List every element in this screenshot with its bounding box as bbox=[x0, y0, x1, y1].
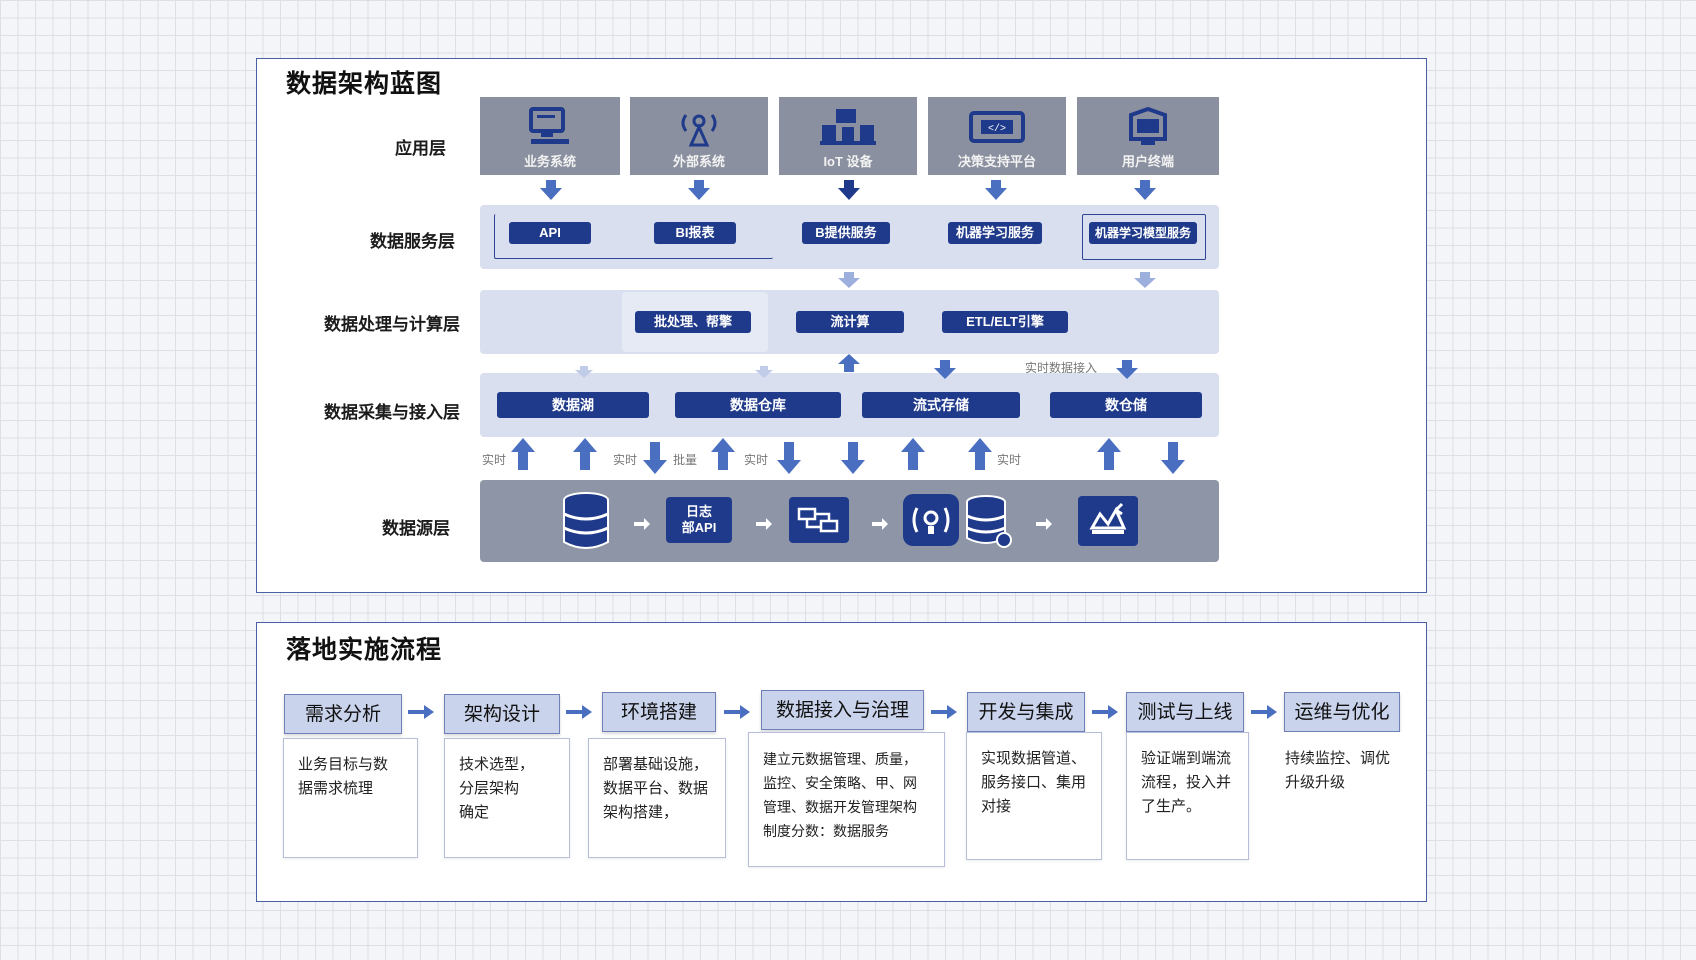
app-item-external-system: 外部系统 bbox=[630, 97, 768, 175]
layer-label-ingestion: 数据采集与接入层 bbox=[324, 403, 460, 422]
app-item-label: 业务系统 bbox=[523, 154, 576, 169]
app-item-label: 外部系统 bbox=[672, 154, 725, 169]
step-description: 建立元数据管理、质量， 监控、安全策略、甲、网 管理、数据开发管理架构 制度分数… bbox=[748, 732, 945, 867]
app-item-business-system: 业务系统 bbox=[480, 97, 620, 175]
app-item-user-terminal: 用户终端 bbox=[1077, 97, 1219, 175]
step-description: 验证端到端流 流程，投入并 了生产。 bbox=[1126, 732, 1249, 860]
service-item-ml-service: 机器学习服务 bbox=[948, 222, 1042, 244]
exchange-glyph-icon bbox=[1089, 502, 1127, 534]
arrow-label: 实时 bbox=[482, 453, 507, 467]
step-description: 实现数据管道、 服务接口、集用 对接 bbox=[966, 732, 1102, 860]
flow-title: 落地实施流程 bbox=[286, 636, 443, 664]
service-frame-left bbox=[494, 214, 773, 259]
monitor-icon bbox=[529, 107, 569, 144]
arrow-label: 批量 bbox=[673, 453, 698, 467]
app-item-label: 用户终端 bbox=[1121, 154, 1174, 169]
step-description: 部署基础设施， 数据平台、数据 架构搭建， bbox=[588, 738, 726, 858]
ingestion-item-data-warehouse: 数据仓库 bbox=[675, 392, 841, 418]
service-item-bi-report: BI报表 bbox=[654, 222, 736, 244]
service-frame-right bbox=[1082, 214, 1206, 260]
svg-text:</>: </> bbox=[988, 123, 1006, 135]
terminal-device-icon bbox=[1129, 107, 1167, 145]
layer-label-service: 数据服务层 bbox=[370, 232, 455, 251]
processing-item-batch: 批处理、帮擎 bbox=[635, 311, 751, 333]
cloud-exchange-icon bbox=[1078, 496, 1138, 546]
app-item-label: IoT 设备 bbox=[823, 154, 873, 169]
service-item-ml-model-service: 机器学习模型服务 bbox=[1089, 222, 1197, 244]
code-window-icon: </> bbox=[969, 111, 1025, 143]
app-item-label: 决策支持平台 bbox=[957, 154, 1036, 169]
service-item-api: API bbox=[509, 222, 591, 244]
step-requirements-analysis: 需求分析 bbox=[284, 694, 402, 734]
processing-note: 实时数据接入 bbox=[1025, 361, 1098, 375]
iot-network-icon bbox=[820, 109, 876, 145]
step-development-integration: 开发与集成 bbox=[967, 692, 1085, 732]
signal-icon bbox=[912, 507, 950, 534]
sensor-source-icon bbox=[903, 494, 959, 546]
step-testing-launch: 测试与上线 bbox=[1126, 692, 1244, 732]
arrow-label: 实时 bbox=[744, 453, 769, 467]
arrow-label: 实时 bbox=[613, 453, 638, 467]
transform-glyph-icon bbox=[797, 507, 839, 533]
log-api-source-box bbox=[666, 497, 732, 543]
data-transform-icon bbox=[789, 497, 849, 543]
step-architecture-design: 架构设计 bbox=[444, 694, 560, 734]
step-data-ingestion-governance: 数据接入与治理 bbox=[761, 690, 924, 730]
layer-label-processing: 数据处理与计算层 bbox=[324, 315, 460, 334]
database-check-icon bbox=[966, 495, 1012, 548]
step-description: 业务目标与数 据需求梳理 bbox=[283, 738, 418, 858]
service-item-b-service: B提供服务 bbox=[802, 222, 890, 244]
broadcast-icon bbox=[681, 114, 717, 147]
app-item-decision-platform: </> 决策支持平台 bbox=[928, 97, 1066, 175]
ingestion-item-warehouse-storage: 数仓储 bbox=[1050, 392, 1202, 418]
app-item-iot-device: IoT 设备 bbox=[779, 97, 917, 175]
ingestion-item-stream-storage: 流式存储 bbox=[862, 392, 1020, 418]
step-description: 持续监控、调优 升级升级 bbox=[1270, 732, 1414, 812]
processing-item-stream: 流计算 bbox=[796, 311, 904, 333]
layer-label-app: 应用层 bbox=[395, 139, 446, 158]
ingestion-item-data-lake: 数据湖 bbox=[497, 392, 649, 418]
database-icon bbox=[563, 492, 609, 549]
step-environment-setup: 环境搭建 bbox=[602, 692, 716, 732]
log-api-source-label: 日志 部API bbox=[681, 504, 717, 535]
architecture-title: 数据架构蓝图 bbox=[286, 70, 443, 98]
layer-label-source: 数据源层 bbox=[382, 519, 450, 538]
step-operations-optimization: 运维与优化 bbox=[1284, 692, 1400, 732]
arrow-label: 实时 bbox=[997, 453, 1022, 467]
step-description: 技术选型， 分层架构 确定 bbox=[444, 738, 570, 858]
processing-item-etl: ETL/ELT引擎 bbox=[942, 311, 1068, 333]
